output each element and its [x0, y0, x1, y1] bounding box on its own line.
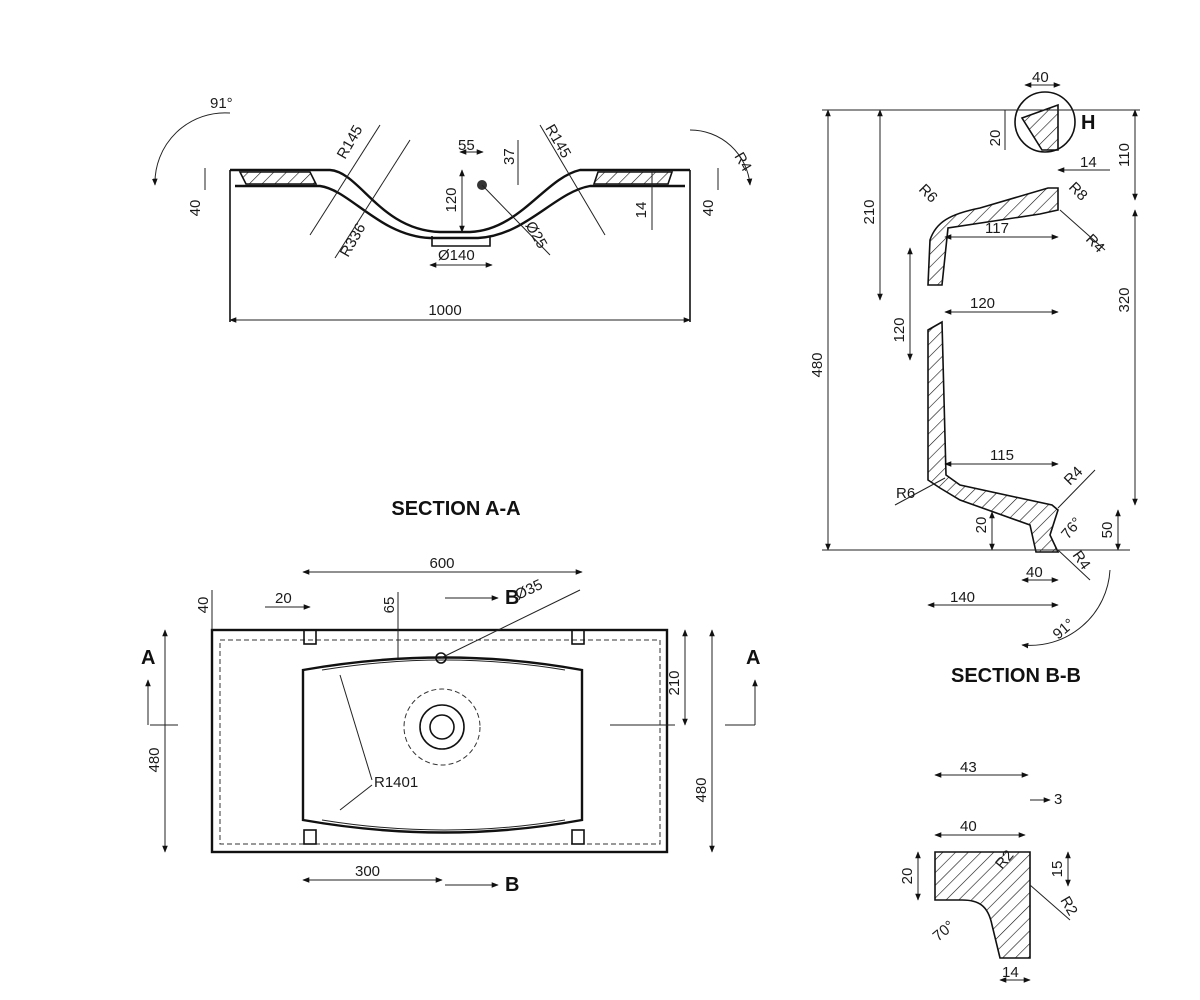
- dim-480-left: 480: [146, 747, 163, 772]
- basin-profile-bottom: [235, 184, 685, 240]
- dim-43: 43: [960, 759, 977, 776]
- detail-h-view: 43 3 40 20 15 R2 R2 70° 14: [899, 759, 1081, 983]
- section-a-label-right: A: [746, 647, 760, 669]
- section-b-label-bottom: B: [505, 874, 519, 896]
- section-b-label-top: B: [505, 587, 519, 609]
- dim-50: 50: [1099, 522, 1116, 539]
- dim-r145-left: R145: [334, 122, 367, 162]
- dim-r4-top: R4: [731, 150, 755, 175]
- dim-15: 15: [1049, 861, 1066, 878]
- dim-120-horizontal: 120: [970, 295, 995, 312]
- dim-120: 120: [443, 187, 460, 212]
- dim-r6-bottom: R6: [896, 485, 915, 502]
- dim-r1401: R1401: [374, 774, 418, 791]
- basin-bowl: [301, 656, 584, 834]
- dim-40-detail: 40: [960, 818, 977, 835]
- dim-r6-top: R6: [915, 181, 941, 207]
- dim-angle-91-left: 91°: [210, 95, 233, 112]
- dim-40-plan: 40: [195, 597, 212, 614]
- dim-r145-right: R145: [542, 122, 575, 162]
- dim-3: 3: [1054, 791, 1062, 808]
- dim-140: 140: [950, 589, 975, 606]
- dim-20-detail: 20: [899, 868, 916, 885]
- drain-inner: [429, 714, 455, 740]
- detail-rim-hatch: [934, 851, 1031, 959]
- dim-20-top: 20: [987, 130, 1004, 147]
- plan-outline: [210, 628, 669, 854]
- drain-outer: [419, 704, 465, 750]
- dim-55: 55: [458, 137, 475, 154]
- dim-210: 210: [861, 199, 878, 224]
- dim-37: 37: [501, 148, 518, 165]
- plan-view: A A B B 600 40 20 65 Ø35 210 480 480 R14…: [141, 555, 760, 896]
- dim-dia140: Ø140: [438, 247, 475, 264]
- dim-20-plan: 20: [275, 590, 292, 607]
- dim-r8: R8: [1065, 179, 1091, 205]
- dim-angle-91-bb: 91°: [1050, 615, 1078, 643]
- dim-width-1000: 1000: [428, 302, 461, 319]
- section-a-label-left: A: [141, 647, 155, 669]
- dim-dia35: Ø35: [513, 576, 546, 603]
- dim-40-left: 40: [187, 200, 204, 217]
- section-bb-view: H 480 210 120 110 320 40 20 14 R6 R8 117…: [809, 69, 1140, 687]
- dim-65: 65: [381, 597, 398, 614]
- section-bb-title: SECTION B-B: [951, 665, 1081, 687]
- dim-210-plan: 210: [666, 670, 683, 695]
- bb-upper-rim: [927, 187, 1059, 286]
- dim-r4-b: R4: [1061, 463, 1087, 489]
- dim-600: 600: [429, 555, 454, 572]
- dim-320: 320: [1116, 287, 1133, 312]
- dim-20-bb: 20: [973, 517, 990, 534]
- drain-body: [431, 236, 491, 247]
- dim-117: 117: [985, 220, 1009, 237]
- dim-r2-b: R2: [1057, 894, 1081, 919]
- dim-480-right: 480: [693, 777, 710, 802]
- dim-r4-c: R4: [1069, 548, 1094, 573]
- basin-profile-top: [230, 168, 690, 234]
- rim-left-hatch: [238, 171, 318, 185]
- dim-115: 115: [990, 447, 1014, 464]
- dim-300: 300: [355, 863, 380, 880]
- dim-14-detail: 14: [1002, 964, 1019, 981]
- detail-h-circle: [1014, 91, 1076, 153]
- dim-dia25: Ø25: [522, 219, 551, 252]
- dim-angle-76: 76°: [1058, 514, 1086, 542]
- dim-40-bb: 40: [1026, 564, 1043, 581]
- dim-40-top: 40: [1032, 69, 1049, 86]
- section-aa-title: SECTION A-A: [391, 498, 520, 520]
- dim-r4-a: R4: [1082, 231, 1108, 257]
- dim-14-bb: 14: [1080, 154, 1097, 171]
- bb-wall: [927, 320, 1060, 553]
- dim-14: 14: [633, 202, 650, 219]
- section-aa-view: 1000 40 40 91° R4 R145 R145 R336 Ø25 55 …: [152, 95, 755, 520]
- rim-right-hatch: [592, 171, 674, 185]
- dim-r336: R336: [337, 220, 370, 260]
- dim-angle-70: 70°: [930, 917, 958, 945]
- dim-480: 480: [809, 352, 826, 377]
- dim-120-vertical: 120: [891, 317, 908, 342]
- detail-h-mark: H: [1081, 112, 1095, 134]
- dim-40-right: 40: [700, 200, 717, 217]
- tap-hole: [435, 652, 447, 664]
- dim-110: 110: [1116, 143, 1133, 167]
